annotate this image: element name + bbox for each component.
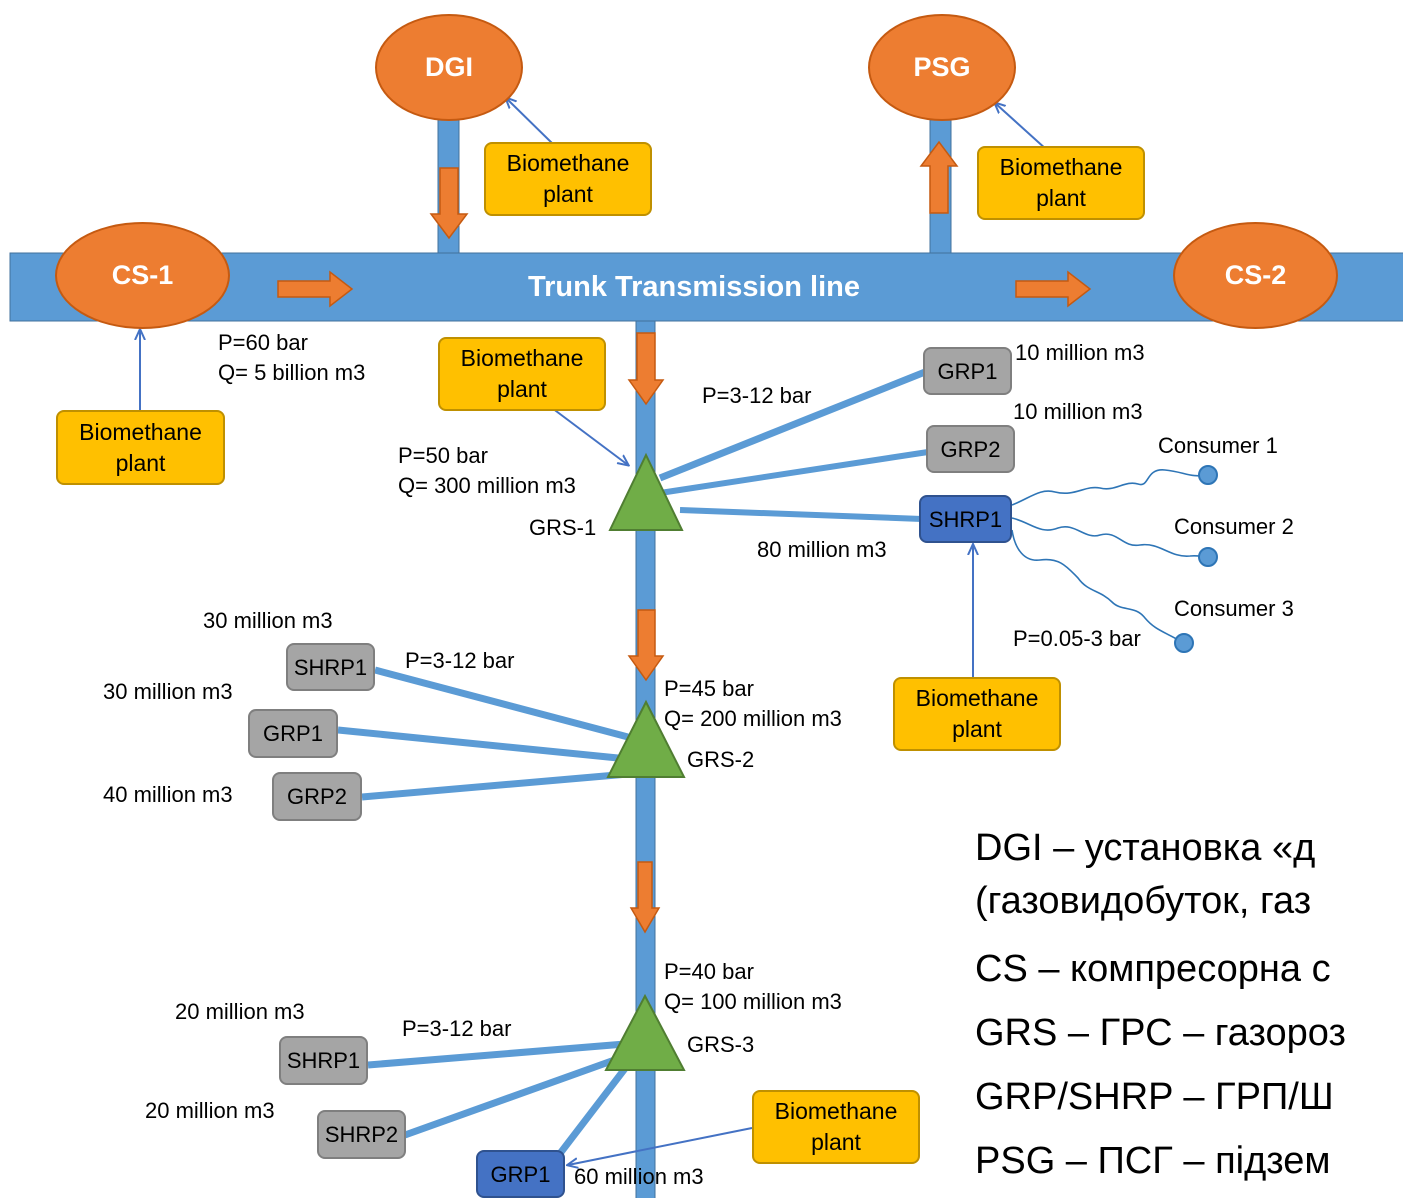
- grs1-shrp1-box: SHRP1: [919, 495, 1012, 543]
- grs3-grp1-box: GRP1: [476, 1150, 565, 1198]
- grs1-pressure: P=3-12 bar: [702, 383, 812, 408]
- grs2-station: [606, 699, 686, 778]
- grs1-params: P=50 bar Q= 300 million m3: [398, 443, 576, 498]
- biomethane-plant: Biomethane plant: [56, 410, 225, 485]
- consumer-pressure: P=0.05-3 bar: [1013, 626, 1141, 651]
- grs2-shrp1-box: SHRP1: [286, 643, 375, 691]
- grs1-label: GRS-1: [529, 515, 597, 540]
- flow-arrow-right: [277, 270, 354, 308]
- grs2-shrp1-flow: 30 million m3: [203, 608, 333, 633]
- grs3-station: [604, 993, 686, 1071]
- grs2-params: P=45 bar Q= 200 million m3: [664, 676, 842, 731]
- trunk-line-title: Trunk Transmission line: [528, 271, 860, 303]
- grs1-shrp1-flow: 80 million m3: [757, 537, 887, 562]
- consumer1-line: [1011, 469, 1209, 506]
- consumer3-label: Consumer 3: [1174, 596, 1294, 621]
- trunk-transmission-line: [9, 252, 1403, 322]
- flow-arrow-right: [1015, 270, 1092, 308]
- biomethane-plant: Biomethane plant: [752, 1090, 920, 1164]
- consumer3-node: [1174, 633, 1194, 653]
- grs2-label: GRS-2: [687, 747, 755, 772]
- grs3-shrp2-box: SHRP2: [317, 1110, 406, 1159]
- legend-line: CS – компресорна с: [975, 948, 1331, 990]
- flow-arrow-down: [627, 332, 665, 406]
- grs2-grp2-line: [361, 770, 629, 801]
- grs3-pressure: P=3-12 bar: [402, 1016, 512, 1041]
- grs1-grp1-box: GRP1: [923, 347, 1012, 395]
- grs1-grp2-flow: 10 million m3: [1013, 399, 1143, 424]
- biomethane-plant: Biomethane plant: [438, 337, 606, 411]
- flow-arrow-down: [429, 167, 469, 240]
- grs3-shrp1-line: [367, 1040, 626, 1069]
- cs1-node: CS-1: [55, 222, 230, 329]
- grs2-grp1-line: [337, 726, 619, 762]
- flow-arrow-up: [919, 140, 959, 214]
- grs3-shrp2-flow: 20 million m3: [145, 1098, 275, 1123]
- consumer3-line: [1011, 529, 1181, 642]
- legend-line: (газовидобуток, газ: [975, 880, 1312, 922]
- bio-to-psg-arrow: [995, 103, 1048, 151]
- grs1-grp2-line: [659, 449, 929, 496]
- grs1-shrp1-line: [679, 507, 923, 522]
- grs2-pressure: P=3-12 bar: [405, 648, 515, 673]
- cs2-node: CS-2: [1173, 222, 1338, 329]
- biomethane-plant: Biomethane plant: [484, 142, 652, 216]
- grs3-shrp1-box: SHRP1: [279, 1036, 368, 1085]
- grs2-grp2-box: GRP2: [272, 772, 362, 821]
- grs3-params: P=40 bar Q= 100 million m3: [664, 959, 842, 1014]
- psg-node: PSG: [868, 14, 1016, 121]
- grs1-grp2-box: GRP2: [926, 425, 1015, 473]
- consumer1-label: Consumer 1: [1158, 433, 1278, 458]
- consumer1-node: [1198, 465, 1218, 485]
- grs3-grp1-flow: 60 million m3: [574, 1164, 704, 1189]
- consumer2-label: Consumer 2: [1174, 514, 1294, 539]
- grs2-grp1-box: GRP1: [248, 709, 338, 758]
- biomethane-plant: Biomethane plant: [977, 146, 1145, 220]
- legend-line: GRS – ГРС – газороз: [975, 1012, 1346, 1054]
- legend-line: DGI – установка «д: [975, 827, 1316, 869]
- grs3-label: GRS-3: [687, 1032, 755, 1057]
- grs3-shrp1-flow: 20 million m3: [175, 999, 305, 1024]
- bio-to-grs1-arrow: [551, 407, 628, 465]
- biomethane-plant: Biomethane plant: [893, 677, 1061, 751]
- grs3-grp1-line: [552, 1059, 633, 1163]
- flow-arrow-down: [629, 861, 661, 934]
- trunk-params: P=60 bar Q= 5 billion m3: [218, 330, 366, 385]
- grs1-station: [608, 452, 684, 531]
- grs2-shrp1-line: [374, 666, 629, 741]
- bio-to-dgi-arrow: [506, 98, 556, 147]
- consumer2-node: [1198, 547, 1218, 567]
- legend-line: GRP/SHRP – ГРП/Ш: [975, 1076, 1334, 1118]
- grs1-grp1-line: [658, 368, 927, 482]
- grs2-grp2-flow: 40 million m3: [103, 782, 233, 807]
- consumer2-line: [1011, 517, 1209, 558]
- grs1-grp1-flow: 10 million m3: [1015, 340, 1145, 365]
- grs2-grp1-flow: 30 million m3: [103, 679, 233, 704]
- dgi-node: DGI: [375, 14, 523, 121]
- legend-line: PSG – ПСГ – підзем: [975, 1140, 1331, 1182]
- flow-arrow-down: [627, 609, 665, 682]
- grs3-shrp2-line: [403, 1054, 622, 1139]
- bio-to-grp1-arrow: [568, 1127, 753, 1165]
